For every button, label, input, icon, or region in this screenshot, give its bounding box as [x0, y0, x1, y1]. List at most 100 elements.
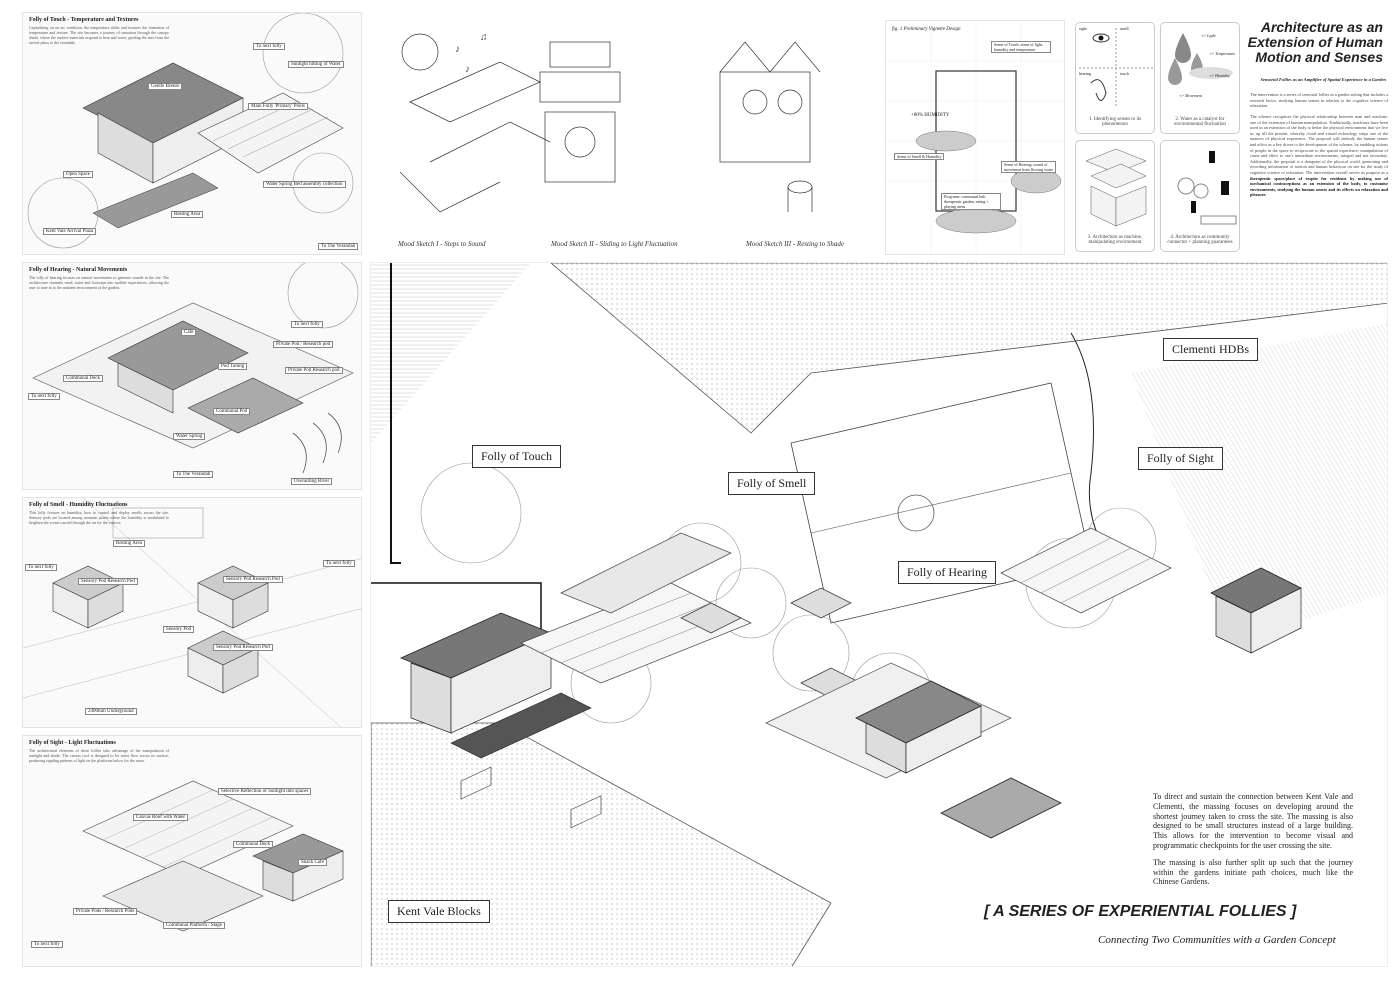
tag: To next folly — [28, 393, 60, 400]
tag: Canvas Roof with Water — [133, 814, 189, 821]
tag: Pod Tuning — [218, 363, 248, 370]
tag: To next folly — [291, 321, 323, 328]
tag: Main Folly 'Primary' Pools — [248, 103, 308, 110]
site-plan-mini — [1177, 151, 1237, 225]
term: +/- Temperature — [1209, 51, 1236, 56]
vignette-note: Sense of Touch: sense of light, humidity… — [991, 41, 1051, 53]
description-paragraph: To direct and sustain the connection bet… — [1153, 792, 1353, 850]
svg-text:♪: ♪ — [465, 64, 470, 75]
vignette-title: fig. 1 Preliminary Vignette Design — [892, 27, 961, 32]
folly-hearing-drawing — [32, 263, 359, 474]
tag: Private Pod / Research pod — [273, 341, 334, 348]
term: hearing — [1079, 71, 1091, 76]
card-caption: 1. Identifying senses to its phenomenon — [1088, 117, 1142, 127]
mood-sketch-caption: Mood Sketch III - Resting to Shade — [746, 240, 844, 248]
map-label-folly-of-smell: Folly of Smell — [728, 472, 816, 495]
tag: Sensory Pod Research Pod — [223, 576, 283, 583]
title-line: Extension of Human — [1247, 34, 1383, 50]
tag: Cafe — [181, 329, 197, 336]
mood-sketch-caption: Mood Sketch I - Steps to Sound — [398, 240, 486, 248]
tag: Communal Pod — [213, 408, 251, 415]
svg-text:♪: ♪ — [455, 44, 460, 55]
tag: To The Verandah — [173, 471, 214, 478]
tag: To next folly — [25, 564, 57, 571]
map-label-folly-of-hearing: Folly of Hearing — [898, 561, 996, 584]
title-line: Motion and Senses — [1255, 49, 1383, 65]
term: touch — [1120, 71, 1129, 76]
tag: Kent Vale Arrival Plaza — [43, 228, 97, 235]
panel-body: The architectural elements of these foll… — [29, 748, 169, 763]
tag: Communal Deck — [233, 841, 274, 848]
tag: Selective Reflection of Sunlight into sp… — [218, 788, 312, 795]
panel-title: Folly of Smell - Humidity Fluctuations — [29, 502, 128, 508]
tag: Sunlight hitting of Water — [288, 61, 344, 68]
mood-sketches-drawing: ♪ ♫ ♪ — [399, 32, 821, 213]
term: +/- Movement — [1179, 93, 1202, 98]
scheme-text: The scheme recognises the physical relat… — [1250, 114, 1388, 175]
card-caption: 3. Architecture as machine, manipulating… — [1087, 235, 1143, 245]
board-subtitle: Sensorial Follies as an Amplifier of Spa… — [1260, 77, 1386, 82]
tag: To next folly — [31, 941, 63, 948]
tag: Sensory Pod — [163, 626, 195, 633]
concept-card-senses: sight smell hearing touch 1. Identifying… — [1075, 22, 1155, 134]
panel-folly-of-smell: Folly of Smell - Humidity Fluctuations T… — [22, 497, 362, 728]
vignette-drawing — [886, 21, 1064, 254]
board-main-title: Architecture as an Extension of Human Mo… — [1245, 20, 1383, 65]
panel-title: Folly of Sight - Light Fluctuations — [29, 740, 116, 746]
intro-paragraph: The intervention is a series of sensoria… — [1250, 92, 1388, 109]
map-label-clementi-hdbs: Clementi HDBs — [1163, 338, 1258, 361]
folly-touch-drawing — [27, 13, 354, 249]
panel-body: The folly of hearing focuses on natural … — [29, 275, 169, 290]
vignette-note: Sense of Smell & Humidity — [894, 153, 945, 160]
tag: Gentle Breeze — [148, 83, 183, 90]
mood-sketch-caption: Mood Sketch II - Sliding to Light Fluctu… — [551, 240, 678, 248]
vignette-note: +80% HUMIDITY — [911, 113, 950, 118]
tag: Private Pod Research pod — [285, 367, 343, 374]
machine-drawing — [1085, 148, 1147, 227]
board-series-title: [ A SERIES OF EXPERIENTIAL FOLLIES ] — [984, 903, 1297, 920]
board-series-subtitle: Connecting Two Communities with a Garden… — [1098, 934, 1336, 946]
tag: 2400mm Underground — [85, 708, 137, 715]
tag: To next folly — [253, 43, 285, 50]
tag: Resting Area — [113, 540, 145, 547]
tag: Resting Area — [171, 211, 203, 218]
site-plan-drawing — [371, 263, 1387, 966]
card-caption: 4. Architecture as community connector +… — [1167, 235, 1233, 245]
tag: Sensory Pod Research Pod — [78, 578, 138, 585]
scheme-bold-text: therapeutic space/place of respite for r… — [1250, 175, 1388, 198]
panel-folly-of-sight: Folly of Sight - Light Fluctuations The … — [22, 735, 362, 967]
tag: To next folly — [323, 560, 355, 567]
preliminary-vignette: fig. 1 Preliminary Vignette Design Sense… — [885, 20, 1065, 255]
title-line: Architecture as an — [1260, 19, 1383, 35]
scheme-paragraph: The scheme recognises the physical relat… — [1250, 114, 1388, 198]
map-label-kent-vale-blocks: Kent Vale Blocks — [388, 900, 490, 923]
tag: Private Pods / Research Pods — [73, 908, 138, 915]
concept-card-community: 4. Architecture as community connector +… — [1160, 140, 1240, 252]
map-label-folly-of-sight: Folly of Sight — [1138, 447, 1223, 470]
vignette-note: Programs: communal hub therapeutic garde… — [941, 193, 1001, 210]
svg-text:♫: ♫ — [480, 32, 488, 43]
tag: Overarding River — [291, 478, 333, 485]
folly-smell-drawing — [23, 498, 361, 727]
concept-card-machine: 3. Architecture as machine, manipulating… — [1075, 140, 1155, 252]
water-drops — [1168, 33, 1233, 85]
panel-title: Folly of Hearing - Natural Movements — [29, 267, 128, 273]
card-caption: 2. Water as a catalyst for environmental… — [1174, 117, 1226, 127]
folly-sight-drawing — [82, 780, 344, 932]
term: +/- Light — [1201, 33, 1216, 38]
concept-card-water: +/- Light +/- Temperature +/- Humidity +… — [1160, 22, 1240, 134]
term: smell — [1120, 26, 1129, 31]
tag: Water Spring Bed assembly collection — [263, 181, 346, 188]
tag: Open Space — [63, 171, 94, 178]
site-axonometric: Clementi HDBs Folly of Touch Folly of Sm… — [370, 262, 1388, 967]
map-label-folly-of-touch: Folly of Touch — [472, 445, 561, 468]
term: sight — [1079, 26, 1087, 31]
description-paragraph: The massing is also further split up suc… — [1153, 857, 1353, 887]
tag: Sensory Pod Research Pod — [213, 644, 273, 651]
tag: Communal Platform / Stage — [163, 922, 225, 929]
tag: Communal Deck — [63, 375, 104, 382]
tag: To The Verandah — [318, 243, 359, 250]
panel-body: This folly focuses on humidity, how to c… — [29, 510, 169, 525]
term: +/- Humidity — [1209, 73, 1231, 78]
panel-folly-of-touch: Folly of Touch - Temperature and Texture… — [22, 12, 362, 255]
